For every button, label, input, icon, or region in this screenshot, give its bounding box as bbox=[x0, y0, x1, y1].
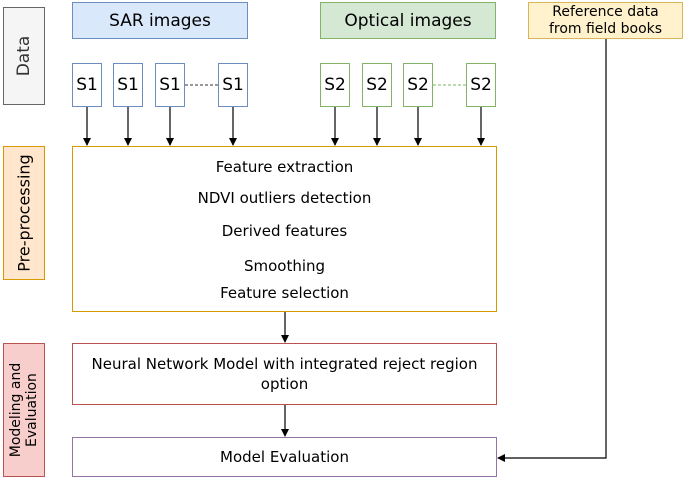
sar-scene-label: S1 bbox=[159, 75, 181, 95]
optical-scene-box: S2 bbox=[403, 63, 433, 107]
optical-scene-box: S2 bbox=[466, 63, 496, 107]
optical-scene-label: S2 bbox=[366, 75, 388, 95]
step-ndvi-outliers: NDVI outliers detection bbox=[197, 189, 372, 207]
arrow-reference-to-evaluation bbox=[497, 39, 607, 462]
reference-data-box: Reference data from field books bbox=[528, 2, 683, 39]
sar-images-box: SAR images bbox=[72, 2, 248, 39]
model-evaluation-label: Model Evaluation bbox=[220, 448, 349, 466]
reference-data-line2: from field books bbox=[548, 20, 663, 37]
preprocessing-box bbox=[72, 146, 497, 312]
optical-images-label: Optical images bbox=[344, 10, 472, 31]
optical-scene-label: S2 bbox=[407, 75, 429, 95]
sar-scene-label: S1 bbox=[117, 75, 139, 95]
sar-scene-box: S1 bbox=[113, 63, 143, 107]
step-feature-extraction: Feature extraction bbox=[215, 158, 354, 176]
model-evaluation-box: Model Evaluation bbox=[72, 437, 497, 477]
sar-images-label: SAR images bbox=[109, 10, 211, 31]
optical-scene-label: S2 bbox=[470, 75, 492, 95]
optical-images-box: Optical images bbox=[320, 2, 496, 39]
optical-scene-box: S2 bbox=[320, 63, 350, 107]
sar-scene-box: S1 bbox=[218, 63, 248, 107]
step-derived-features: Derived features bbox=[221, 222, 348, 240]
stage-label-data: Data bbox=[3, 7, 45, 105]
model-line1: Neural Network Model with integrated rej… bbox=[91, 355, 478, 373]
sar-scene-label: S1 bbox=[76, 75, 98, 95]
sar-scene-box: S1 bbox=[155, 63, 185, 107]
step-smoothing: Smoothing bbox=[243, 257, 326, 275]
stage-label-modeling: Modeling and Evaluation bbox=[3, 343, 45, 477]
sar-scene-label: S1 bbox=[222, 75, 244, 95]
step-feature-selection: Feature selection bbox=[220, 284, 349, 302]
stage-label-preprocessing: Pre-processing bbox=[3, 146, 45, 280]
optical-scene-label: S2 bbox=[324, 75, 346, 95]
model-line2: option bbox=[260, 375, 309, 393]
neural-network-model-box: Neural Network Model with integrated rej… bbox=[72, 343, 497, 405]
sar-scene-box: S1 bbox=[72, 63, 102, 107]
reference-data-line1: Reference data bbox=[552, 3, 659, 20]
optical-scene-box: S2 bbox=[362, 63, 392, 107]
